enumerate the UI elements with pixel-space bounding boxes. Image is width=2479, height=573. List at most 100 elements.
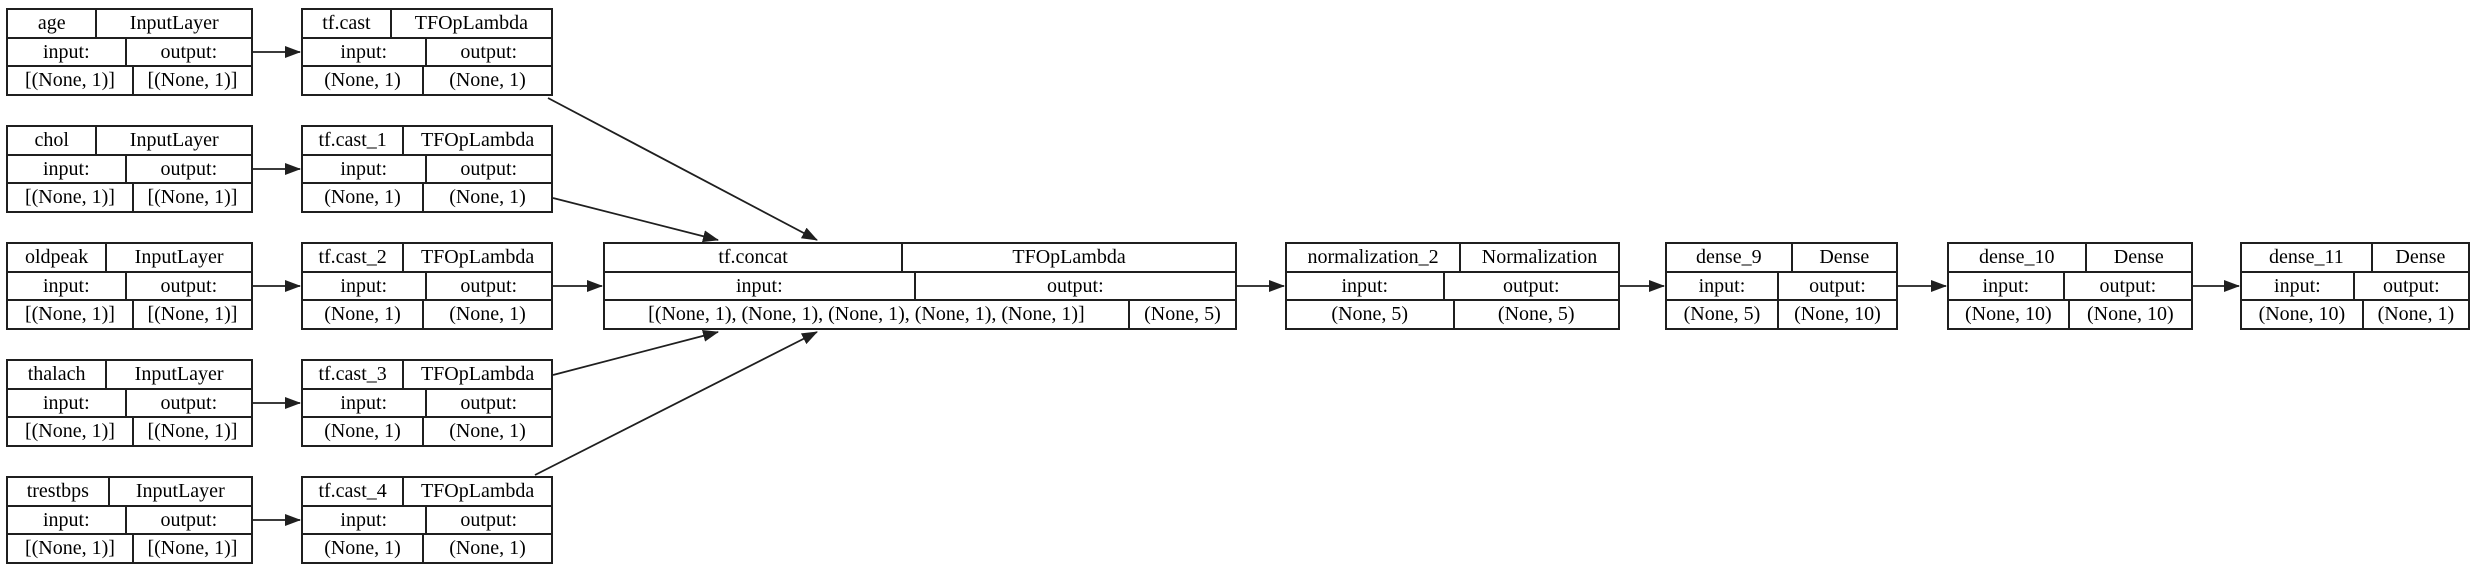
node-name: dense_10 — [1978, 245, 2055, 268]
layer-node-dense-9: dense_9 Dense input: output: (None, 5) (… — [1665, 242, 1898, 330]
node-name: age — [37, 11, 66, 34]
output-label: output: — [424, 272, 551, 300]
node-title-row: tf.cast_4 TFOpLambda — [303, 478, 551, 505]
node-shape-row: (None, 1) (None, 1) — [303, 65, 551, 95]
node-name: thalach — [27, 362, 86, 385]
node-io-row: input: output: — [303, 153, 551, 183]
input-shape: (None, 1) — [324, 69, 401, 92]
node-name: trestbps — [26, 479, 89, 502]
node-name: dense_9 — [1696, 245, 1762, 268]
input-shape: (None, 1) — [324, 186, 401, 209]
input-label: input: — [2274, 274, 2321, 297]
node-io-row: input: output: — [2242, 270, 2468, 300]
output-shape: (None, 10) — [1776, 301, 1896, 329]
node-shape-row: [(None, 1), (None, 1), (None, 1), (None,… — [605, 299, 1235, 329]
layer-node-dense-10: dense_10 Dense input: output: (None, 10)… — [1947, 242, 2193, 330]
node-shape-row: [(None, 1)] [(None, 1)] — [8, 416, 251, 446]
input-label: input: — [42, 157, 90, 180]
node-io-row: input: output: — [303, 270, 551, 300]
node-name: tf.cast_4 — [318, 479, 387, 502]
input-label: input: — [42, 40, 90, 63]
input-shape: [(None, 1), (None, 1), (None, 1), (None,… — [648, 303, 1085, 326]
input-shape: [(None, 1)] — [24, 537, 115, 560]
node-shape-row: [(None, 1)] [(None, 1)] — [8, 299, 251, 329]
node-type: Dense — [1790, 244, 1896, 271]
node-title-row: tf.cast TFOpLambda — [303, 10, 551, 37]
node-name: chol — [34, 128, 69, 151]
output-shape: (None, 1) — [422, 184, 551, 212]
output-shape: (None, 10) — [2067, 301, 2191, 329]
input-label: input: — [42, 391, 90, 414]
node-name: oldpeak — [24, 245, 89, 268]
layer-node-tf-cast-1: tf.cast_1 TFOpLambda input: output: (Non… — [301, 125, 553, 213]
node-title-row: tf.concat TFOpLambda — [605, 244, 1235, 271]
node-name: tf.cast_1 — [318, 128, 387, 151]
output-label: output: — [124, 155, 251, 183]
input-shape: (None, 1) — [324, 303, 401, 326]
node-title-row: tf.cast_2 TFOpLambda — [303, 244, 551, 271]
output-label: output: — [424, 506, 551, 534]
layer-node-age: age InputLayer input: output: [(None, 1)… — [6, 8, 253, 96]
node-type: InputLayer — [105, 361, 251, 388]
node-name: tf.cast_2 — [318, 245, 387, 268]
input-shape: [(None, 1)] — [24, 303, 115, 326]
layer-node-normalization-2: normalization_2 Normalization input: out… — [1285, 242, 1620, 330]
node-name: tf.cast — [322, 11, 371, 34]
node-title-row: age InputLayer — [8, 10, 251, 37]
node-io-row: input: output: — [303, 36, 551, 66]
node-title-row: trestbps InputLayer — [8, 478, 251, 505]
node-io-row: input: output: — [8, 153, 251, 183]
node-type: TFOpLambda — [402, 361, 551, 388]
output-label: output: — [124, 506, 251, 534]
output-label: output: — [124, 38, 251, 66]
output-label: output: — [913, 272, 1235, 300]
output-shape: (None, 1) — [422, 535, 551, 563]
node-type: Dense — [2084, 244, 2191, 271]
node-title-row: dense_10 Dense — [1949, 244, 2191, 271]
node-type: Normalization — [1459, 244, 1618, 271]
edge-tf-cast-1-to-tf-concat — [552, 197, 719, 243]
output-label: output: — [124, 389, 251, 417]
input-shape: (None, 5) — [1683, 303, 1761, 326]
node-io-row: input: output: — [303, 387, 551, 417]
input-label: input: — [1341, 274, 1389, 297]
node-type: InputLayer — [107, 478, 251, 505]
layer-node-tf-cast-2: tf.cast_2 TFOpLambda input: output: (Non… — [301, 242, 553, 330]
layer-node-tf-cast: tf.cast TFOpLambda input: output: (None,… — [301, 8, 553, 96]
node-title-row: dense_9 Dense — [1667, 244, 1896, 271]
input-shape: (None, 10) — [1964, 303, 2052, 326]
output-shape: [(None, 1)] — [131, 184, 251, 212]
node-io-row: input: output: — [8, 36, 251, 66]
output-shape: (None, 1) — [2361, 301, 2468, 329]
node-shape-row: (None, 1) (None, 1) — [303, 533, 551, 563]
node-name: dense_11 — [2269, 245, 2344, 268]
node-type: TFOpLambda — [389, 10, 551, 37]
output-shape: (None, 1) — [422, 301, 551, 329]
node-title-row: oldpeak InputLayer — [8, 244, 251, 271]
output-shape: (None, 5) — [1452, 301, 1619, 329]
node-title-row: dense_11 Dense — [2242, 244, 2468, 271]
layer-node-chol: chol InputLayer input: output: [(None, 1… — [6, 125, 253, 213]
node-shape-row: [(None, 1)] [(None, 1)] — [8, 65, 251, 95]
node-shape-row: [(None, 1)] [(None, 1)] — [8, 182, 251, 212]
node-type: TFOpLambda — [402, 244, 551, 271]
input-label: input: — [340, 274, 388, 297]
edge-tf-cast-4-to-tf-concat — [534, 331, 818, 476]
output-label: output: — [2062, 272, 2191, 300]
output-label: output: — [424, 389, 551, 417]
node-name: tf.cast_3 — [318, 362, 387, 385]
input-label: input: — [340, 508, 388, 531]
node-io-row: input: output: — [8, 270, 251, 300]
input-label: input: — [1982, 274, 2030, 297]
node-type: InputLayer — [95, 127, 251, 154]
node-io-row: input: output: — [1287, 270, 1618, 300]
input-label: input: — [340, 157, 388, 180]
node-type: InputLayer — [105, 244, 251, 271]
node-title-row: thalach InputLayer — [8, 361, 251, 388]
output-shape: (None, 1) — [422, 67, 551, 95]
input-shape: (None, 5) — [1331, 303, 1409, 326]
node-shape-row: (None, 10) (None, 10) — [1949, 299, 2191, 329]
layer-node-oldpeak: oldpeak InputLayer input: output: [(None… — [6, 242, 253, 330]
input-label: input: — [1698, 274, 1746, 297]
